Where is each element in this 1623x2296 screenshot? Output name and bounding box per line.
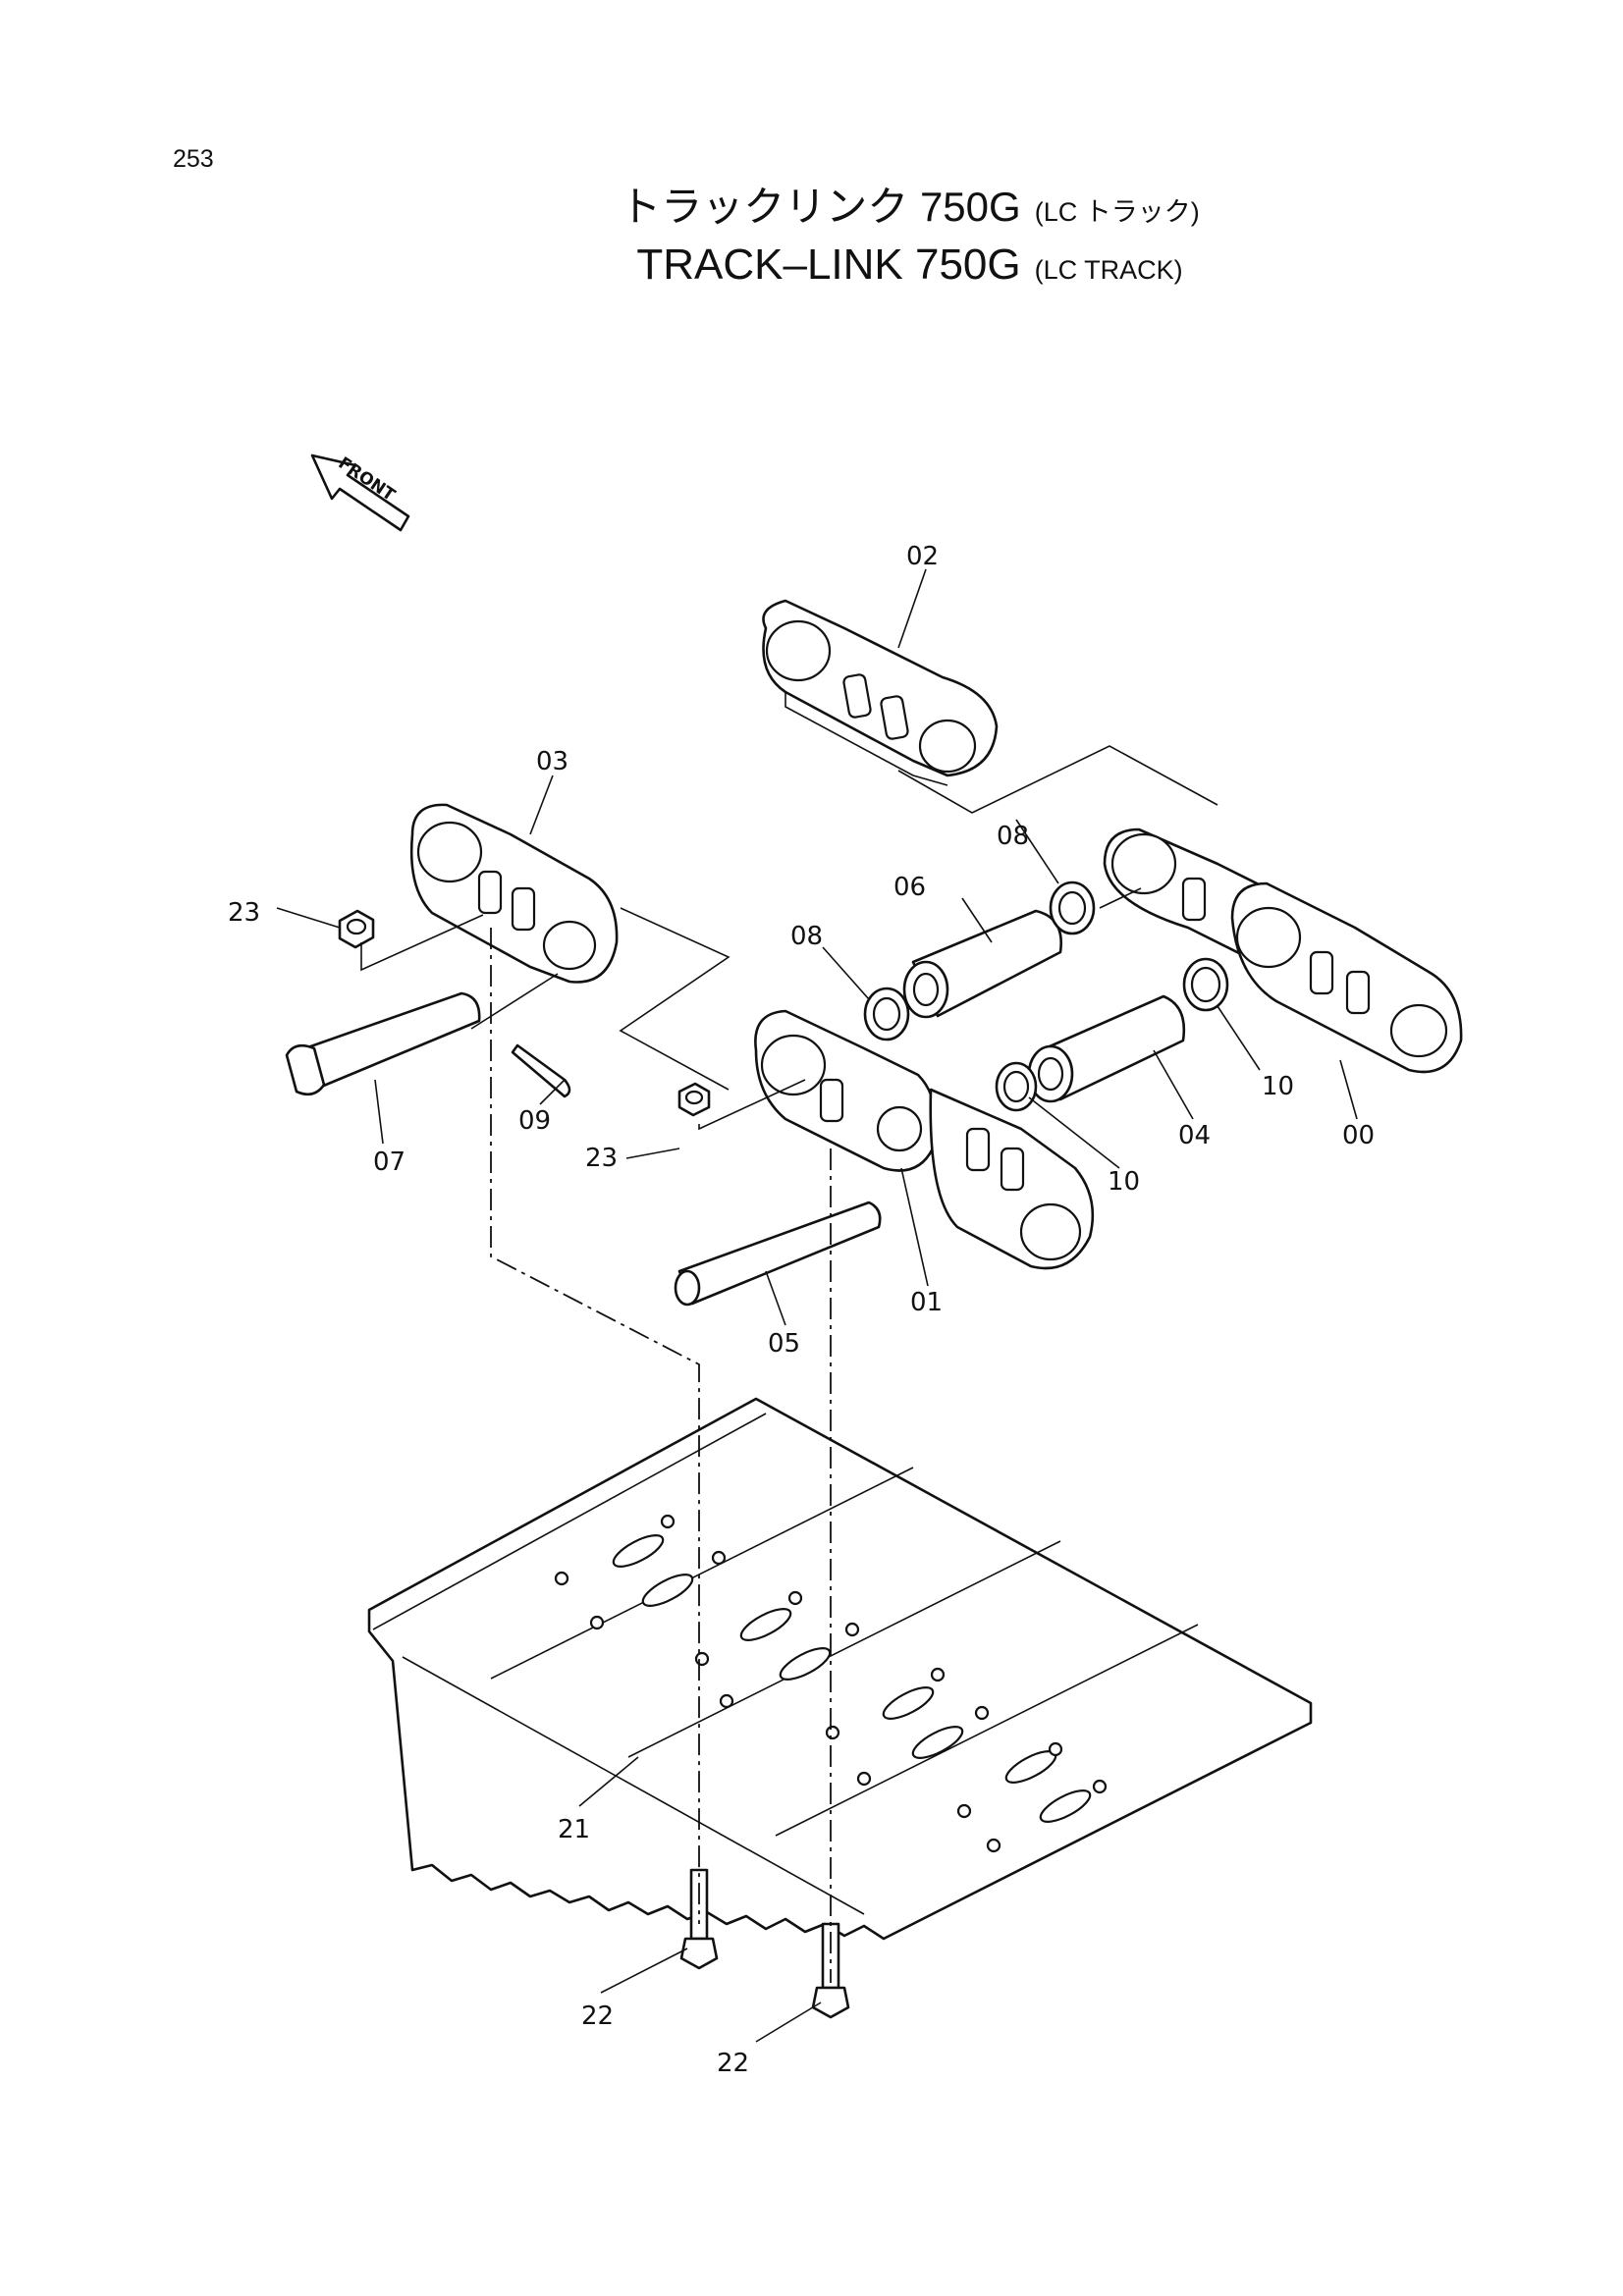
leader-lines	[276, 568, 1358, 2043]
bushing-04	[1027, 994, 1186, 1103]
pin-05	[674, 1201, 882, 1307]
title-block: トラックリンク 750G (LC トラック) TRACK–LINK 750G (LC…	[0, 182, 1623, 292]
track-shoe-21	[367, 1397, 1313, 1941]
callout-10-upper: 10	[1262, 1072, 1294, 1101]
callout-04: 04	[1178, 1121, 1211, 1150]
title-english-sub: (LC TRACK)	[1034, 254, 1183, 285]
nut-23-left	[338, 909, 375, 949]
callout-22-left: 22	[581, 2002, 614, 2031]
title-japanese-sub: (LC トラック)	[1034, 197, 1200, 227]
seal-08-lower	[863, 987, 910, 1041]
callout-01: 01	[910, 1288, 943, 1317]
title-japanese-main: トラックリンク 750G	[620, 184, 1021, 230]
callout-10-lower: 10	[1108, 1167, 1140, 1197]
callout-23-left: 23	[228, 898, 260, 928]
title-japanese: トラックリンク 750G (LC トラック)	[0, 182, 1623, 234]
callouts: 02 03 23 08 06 08 10 00 04 10 01 07 09 2…	[228, 542, 1375, 2078]
callout-08-upper: 08	[997, 822, 1029, 851]
title-english: TRACK–LINK 750G (LC TRACK)	[0, 238, 1623, 292]
ring-10-lower	[995, 1061, 1038, 1112]
bolt-22-left	[679, 1868, 719, 1970]
callout-05: 05	[768, 1329, 800, 1359]
callout-08-lower: 08	[790, 922, 823, 951]
track-link-01	[754, 1009, 1095, 1270]
callout-21: 21	[558, 1815, 590, 1844]
title-english-main: TRACK–LINK 750G	[636, 240, 1021, 289]
cotter-pin-09	[511, 1043, 571, 1098]
callout-23-right: 23	[585, 1144, 618, 1173]
track-link-02	[762, 599, 999, 786]
track-link-00	[1103, 828, 1463, 1074]
assembly-lines	[360, 745, 1218, 1983]
callout-06: 06	[893, 873, 926, 902]
callout-07: 07	[373, 1148, 406, 1177]
front-arrow-icon: FRONT	[310, 454, 410, 532]
callout-00: 00	[1342, 1121, 1375, 1150]
callout-22-right: 22	[717, 2049, 749, 2078]
bushing-06	[902, 909, 1063, 1019]
track-link-03	[409, 803, 619, 984]
callout-03: 03	[536, 747, 568, 776]
master-pin-07	[285, 991, 481, 1096]
nut-23-right	[677, 1082, 711, 1117]
bolt-22-right	[811, 1922, 850, 2019]
seal-08-upper	[1049, 881, 1096, 935]
page-number: 253	[173, 145, 214, 173]
callout-09: 09	[518, 1106, 551, 1136]
ring-10-upper	[1182, 957, 1229, 1012]
callout-02: 02	[906, 542, 939, 571]
